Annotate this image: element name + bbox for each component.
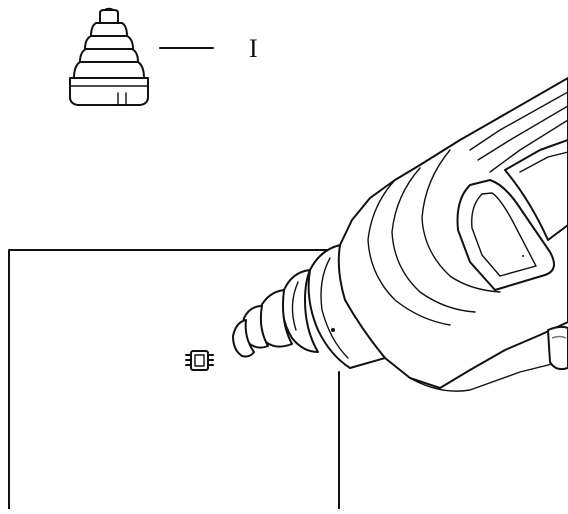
workpiece-panel	[8, 249, 340, 510]
power-tool-icon	[232, 77, 568, 392]
callout-label-I: I	[249, 34, 258, 63]
accessory-bit-icon	[69, 7, 149, 106]
chip-icon	[185, 350, 214, 371]
